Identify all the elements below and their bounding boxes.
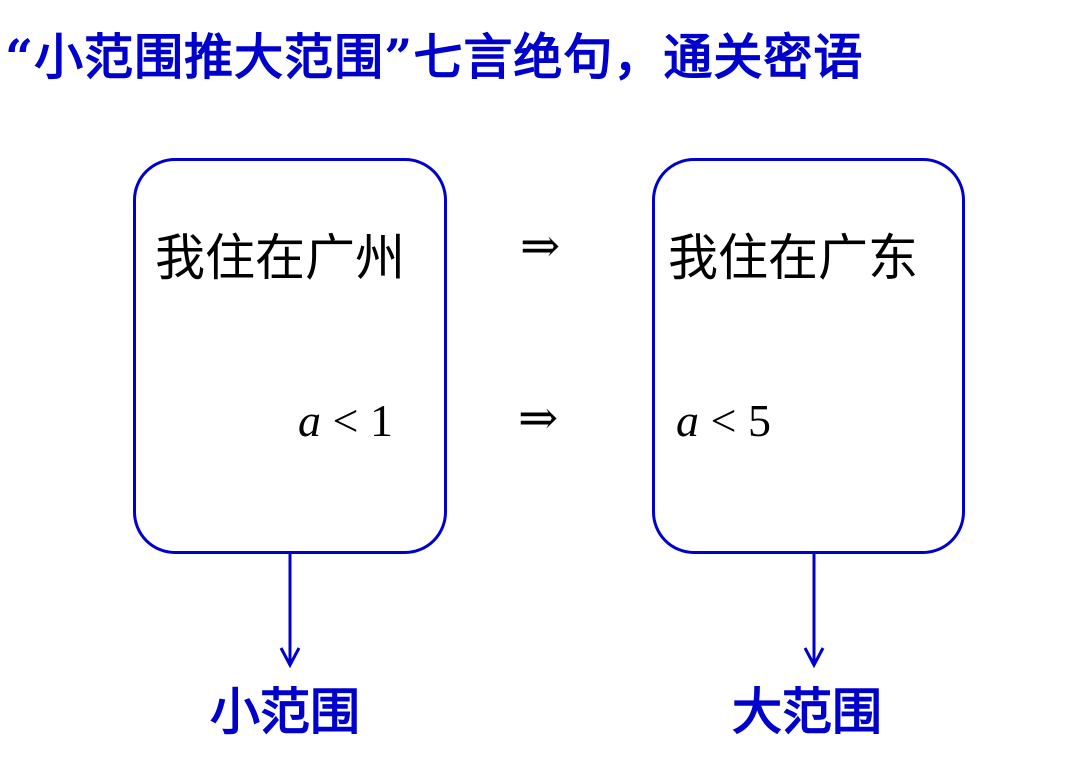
large-range-sentence: 我住在广东 <box>668 229 918 287</box>
small-range-sentence: 我住在广州 <box>155 229 405 287</box>
math-expression: < 5 <box>699 395 771 446</box>
implies-arrow-icon: ⇒ <box>520 218 561 274</box>
large-range-label: 大范围 <box>732 682 882 741</box>
implies-arrow-icon: ⇒ <box>518 390 559 446</box>
small-range-box <box>133 158 447 554</box>
slide-title: “小范围推大范围”七言绝句，通关密语 <box>5 28 864 86</box>
down-arrow-icon <box>279 553 301 669</box>
large-range-inequality: a < 5 <box>676 394 771 447</box>
small-range-inequality: a < 1 <box>298 394 393 447</box>
math-variable: a <box>298 395 321 446</box>
math-variable: a <box>676 395 699 446</box>
down-arrow-icon <box>803 553 825 669</box>
math-expression: < 1 <box>321 395 393 446</box>
large-range-box <box>652 158 965 554</box>
small-range-label: 小范围 <box>210 682 360 741</box>
